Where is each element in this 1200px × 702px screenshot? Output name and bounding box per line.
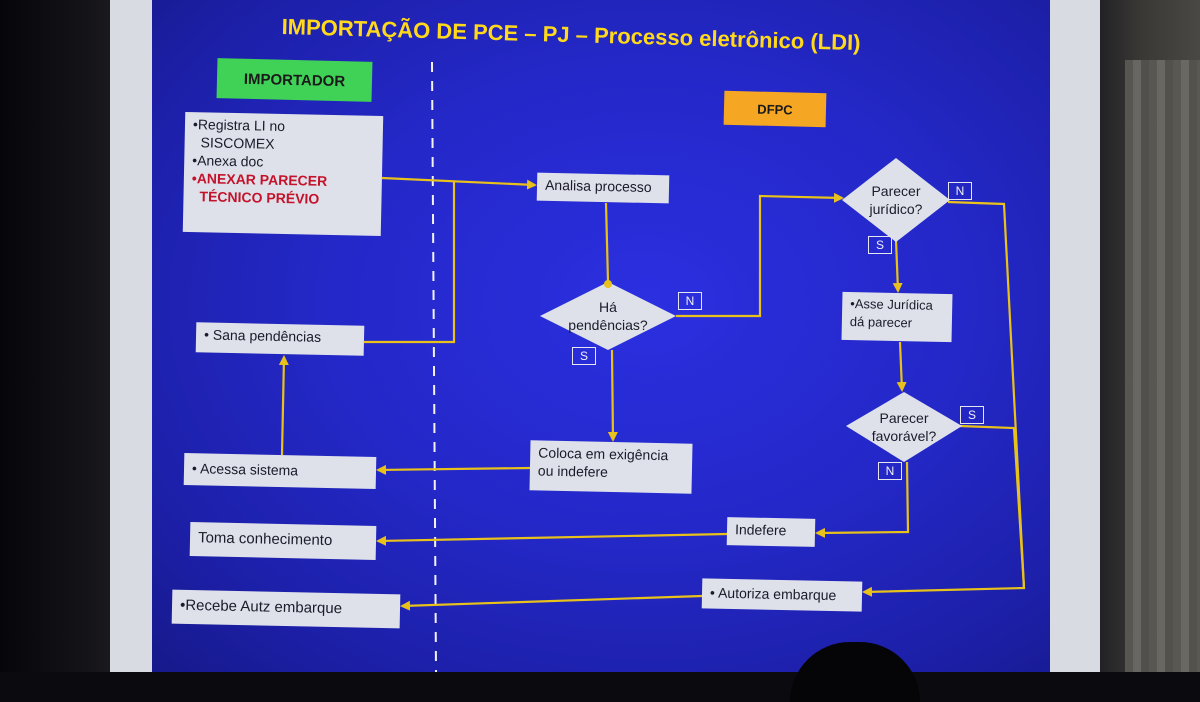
asse-line-1: •Asse Jurídica — [850, 296, 934, 313]
decision-juridico-label: Parecer jurídico? — [852, 176, 940, 224]
box-acessa-sistema: • Acessa sistema — [183, 452, 377, 490]
decision-pendencias-label: Há pendências? — [550, 290, 666, 342]
decision-juridico-shape — [842, 158, 950, 242]
room-wall-left — [0, 0, 120, 672]
arrow-registra-analisa — [381, 176, 537, 190]
box-toma-conhecimento: Toma conhecimento — [189, 522, 377, 560]
box-autoriza-embarque: • Autoriza embarque — [701, 578, 863, 612]
tag-juridico-s: S — [868, 236, 892, 254]
favoravel-line-2: favorável? — [871, 428, 937, 444]
tag-juridico-n: N — [948, 182, 972, 200]
asse-line-2: dá parecer — [849, 314, 913, 331]
lane-label-importador: IMPORTADOR — [216, 58, 373, 102]
favoravel-line-1: Parecer — [879, 410, 929, 426]
arrow-favoravel-autoriza — [862, 424, 1026, 597]
coloca-line-2: ou indefere — [537, 462, 609, 480]
pendencias-line-1: Há — [599, 299, 617, 315]
arrow-favoravel-indefere — [815, 461, 910, 538]
flow-connectors — [278, 61, 1026, 672]
tag-pendencias-s: S — [572, 347, 596, 365]
slide: IMPORTAÇÃO DE PCE – PJ – Processo eletrô… — [152, 0, 1050, 672]
registra-line-5: TÉCNICO PRÉVIO — [199, 188, 320, 207]
juridico-line-2: jurídico? — [869, 201, 923, 217]
arrow-coloca-acessa — [376, 464, 531, 475]
box-indefere: Indefere — [726, 517, 816, 547]
arrow-asse-favoravel — [896, 341, 907, 392]
decision-favoravel-label: Parecer favorável? — [858, 404, 950, 450]
juridico-line-1: Parecer — [871, 183, 921, 199]
box-registra-li: •Registra LI no SISCOMEX •Anexa doc •ANE… — [182, 111, 384, 237]
junction-dot — [604, 280, 612, 288]
lane-label-dfpc: DFPC — [723, 90, 827, 128]
pendencias-line-2: pendências? — [568, 317, 648, 333]
box-sana-pendencias: • Sana pendências — [195, 322, 365, 356]
arrow-analisa-pendencias — [604, 202, 610, 283]
arrow-juridico-n — [947, 200, 1026, 589]
arrow-sana-analisa — [364, 181, 456, 344]
box-asse-juridica: •Asse Jurídica dá parecer — [841, 291, 953, 343]
decision-pendencias-shape — [540, 282, 676, 350]
lane-divider — [431, 61, 437, 672]
arrow-pendencias-juridico — [676, 192, 844, 318]
tag-favoravel-n: N — [878, 462, 902, 480]
arrow-acessa-sana — [278, 355, 289, 456]
box-analisa-processo: Analisa processo — [536, 172, 670, 204]
arrow-indefere-toma — [376, 532, 728, 546]
curtain — [1125, 60, 1200, 672]
tag-pendencias-n: N — [678, 292, 702, 310]
tag-favoravel-s: S — [960, 406, 984, 424]
decision-favoravel-shape — [846, 392, 962, 462]
arrow-pendencias-coloca — [607, 349, 618, 442]
box-coloca-exigencia: Coloca em exigência ou indefere — [529, 440, 693, 494]
arrow-juridico-asse — [892, 239, 903, 293]
arrow-autoriza-recebe — [400, 594, 703, 611]
box-recebe-autz: •Recebe Autz embarque — [171, 589, 401, 629]
